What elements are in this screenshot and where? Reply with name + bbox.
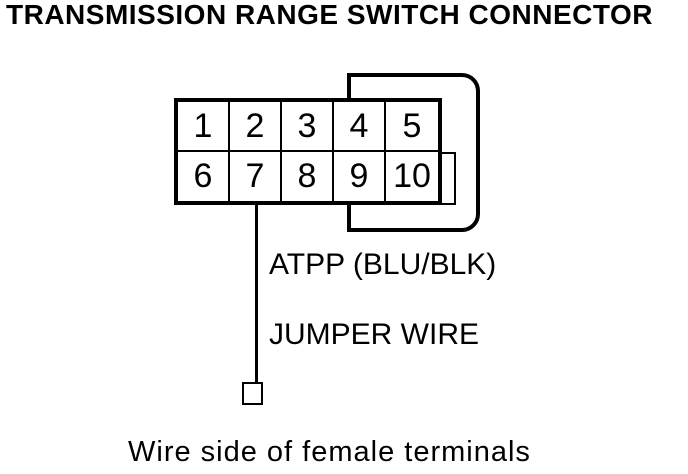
diagram-title: TRANSMISSION RANGE SWITCH CONNECTOR <box>6 0 653 30</box>
pin-cell-8: 8 <box>282 151 334 201</box>
terminal-side-caption: Wire side of female terminals <box>128 436 531 468</box>
pin-cell-2: 2 <box>230 102 282 152</box>
pin-cell-7: 7 <box>230 151 282 201</box>
pin-cell-5: 5 <box>386 102 438 152</box>
jumper-wire-line <box>255 205 258 382</box>
pin-cell-6: 6 <box>178 151 230 201</box>
jumper-terminal-square <box>242 382 263 405</box>
pin-cell-3: 3 <box>282 102 334 152</box>
pin-cell-1: 1 <box>178 102 230 152</box>
pin-cell-9: 9 <box>334 151 386 201</box>
pin-cell-4: 4 <box>334 102 386 152</box>
jumper-wire-label: JUMPER WIRE <box>269 318 479 351</box>
connector-pin-grid: 1 2 3 4 5 6 7 8 9 10 <box>174 98 442 205</box>
wire-color-label: ATPP (BLU/BLK) <box>269 248 497 281</box>
pin-cell-10: 10 <box>386 151 438 201</box>
